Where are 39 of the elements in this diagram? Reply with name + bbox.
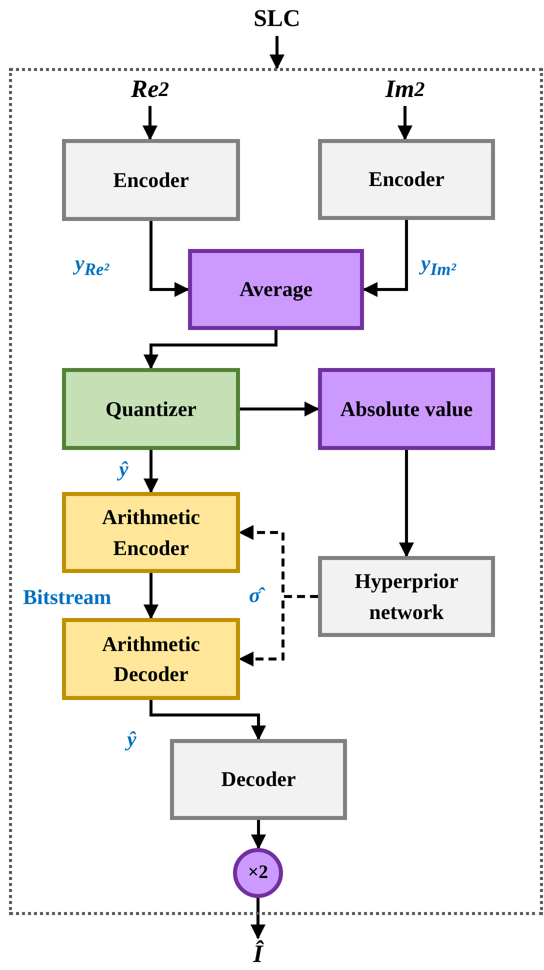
box-label: Encoder	[113, 166, 189, 194]
signal-label: Î	[238, 938, 278, 970]
arrow	[362, 220, 408, 297]
arrow	[240, 402, 320, 416]
box-label: Encoder	[368, 166, 444, 194]
box-label: Decoder	[221, 766, 296, 794]
arrow	[144, 573, 158, 620]
dotted-boundary	[9, 68, 543, 915]
box-label: Absolute value	[340, 396, 473, 423]
dashed-arrow	[238, 595, 318, 666]
arrow	[399, 450, 414, 558]
arrow	[144, 330, 278, 370]
arrow	[270, 36, 284, 70]
box-label: Average	[239, 276, 313, 304]
process-box	[170, 739, 347, 820]
process-box	[188, 249, 364, 330]
process-box	[318, 139, 495, 220]
box-label: Quantizer	[106, 396, 196, 423]
arrow	[144, 450, 158, 494]
process-box	[318, 368, 495, 450]
box-label: Arithmetic Decoder	[101, 630, 201, 688]
arrow	[150, 221, 190, 297]
box-label: ×2	[248, 861, 268, 886]
edge-label: ŷ	[118, 458, 130, 481]
arrow	[142, 106, 158, 140]
edge-label: ŷ	[126, 728, 138, 751]
process-box	[62, 618, 240, 700]
process-box	[62, 368, 240, 450]
arrow	[150, 700, 266, 740]
box-label: Hyperprior network	[354, 568, 460, 626]
signal-label: SLC	[247, 2, 307, 36]
arrow	[398, 106, 412, 140]
arrow	[251, 820, 266, 850]
arrow	[250, 898, 266, 940]
operator-circle	[233, 848, 283, 898]
box-label: Arithmetic Encoder	[101, 504, 201, 562]
process-box	[62, 492, 240, 573]
process-box	[62, 139, 240, 221]
process-box	[318, 556, 495, 637]
